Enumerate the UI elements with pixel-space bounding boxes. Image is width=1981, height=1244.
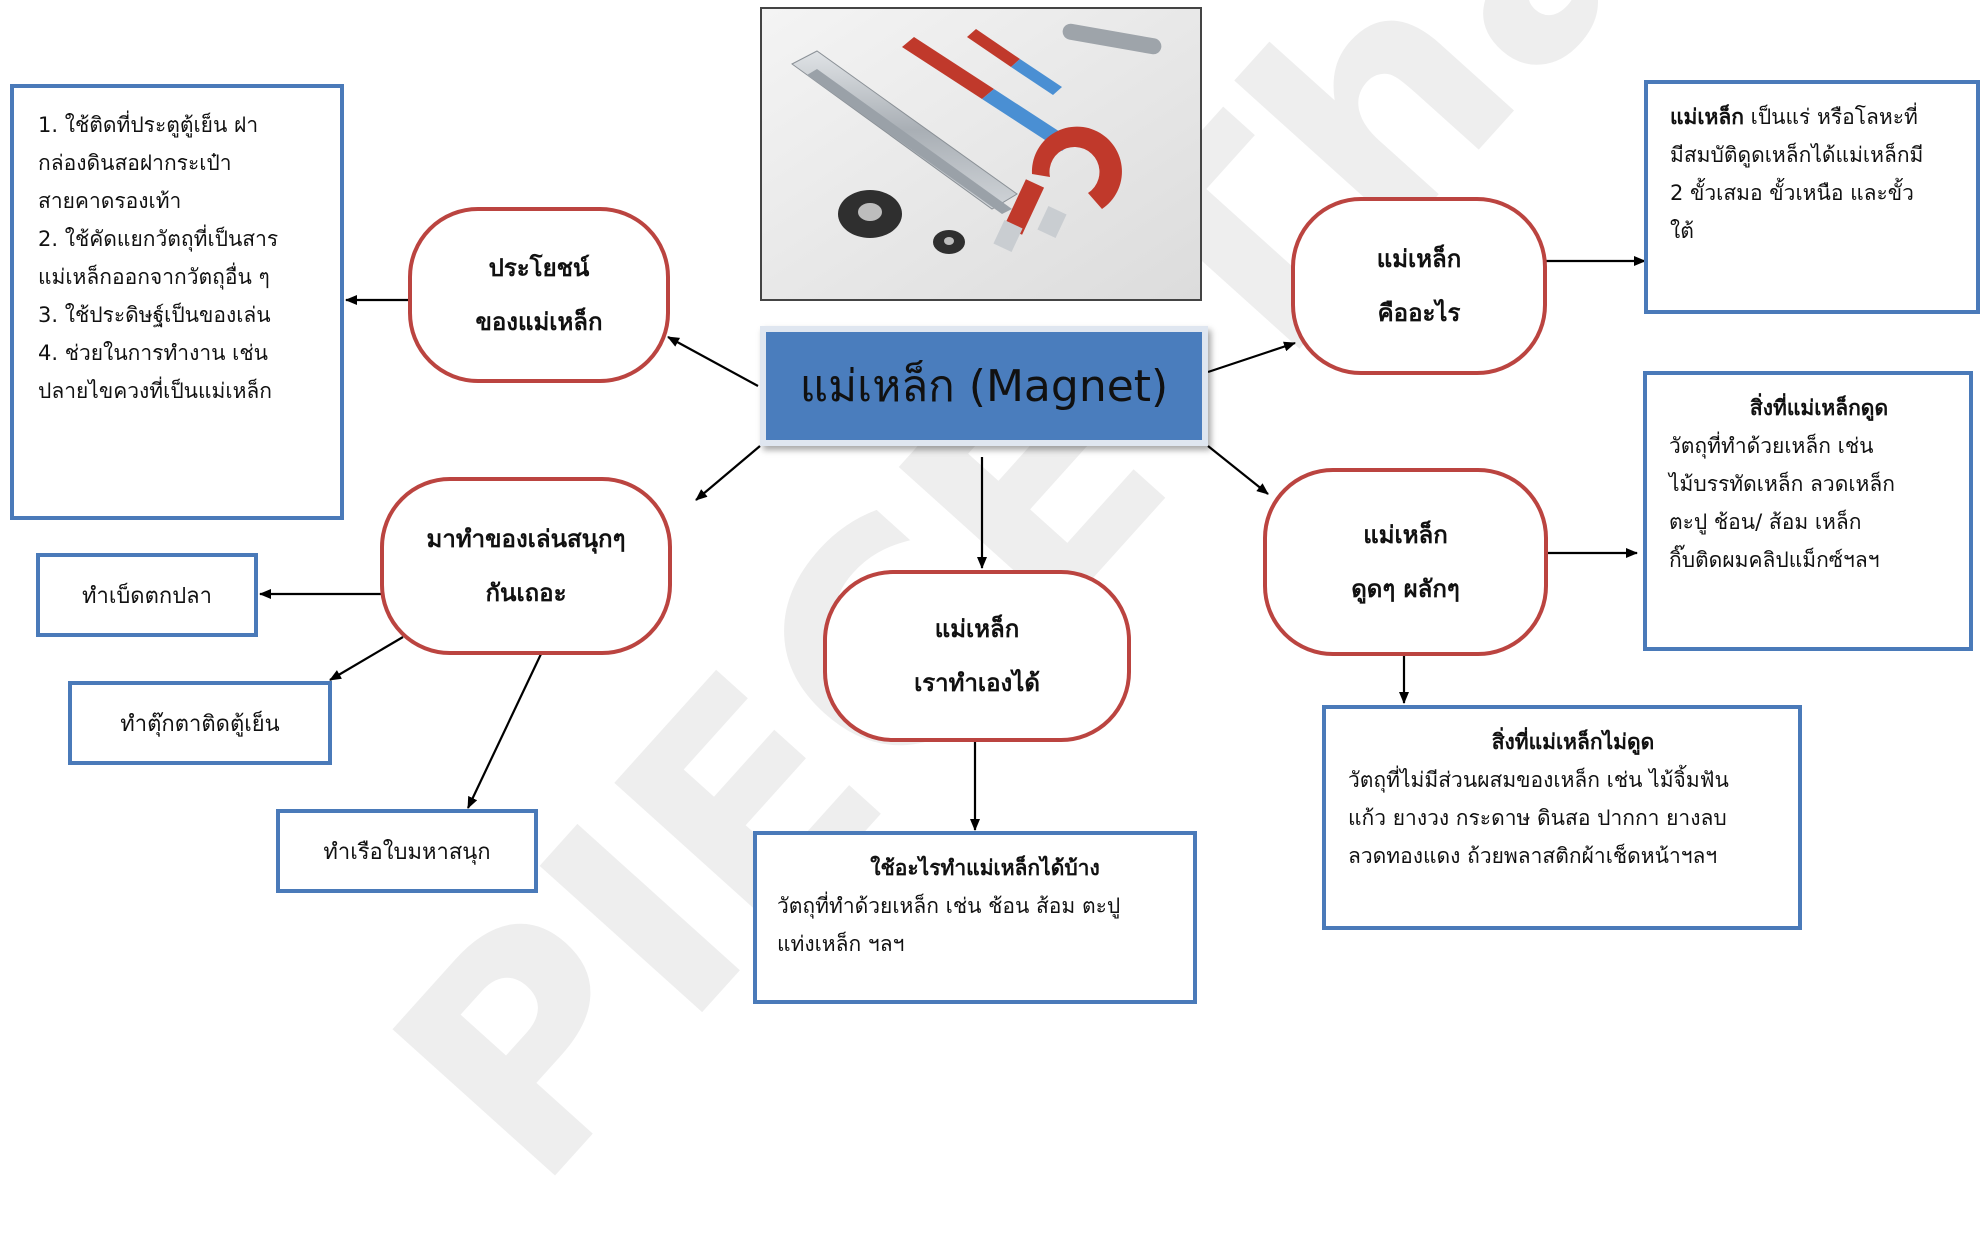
node-attract-repel-line1: แม่เหล็ก [1363,521,1448,549]
ring-magnet-small-icon [933,230,965,254]
box-doll: ทำตุ๊กตาติดตู้เย็น [68,681,332,765]
benefits-line-6: 3. ใช้ประดิษฐ์เป็นของเล่น [38,303,271,327]
node-benefits-line1: ประโยชน์ [488,254,590,282]
arrow-center-to-benefits [667,336,759,387]
node-attract-repel-line2: ดูดๆ ผลักๆ [1351,575,1460,603]
benefits-line-5: แม่เหล็กออกจากวัตถุอื่น ๆ [38,265,270,289]
steel-bar-icon [791,50,1018,214]
attracted-title: สิ่งที่แม่เหล็กดูด [1749,396,1889,420]
definition-line-1-rest: เป็นแร่ หรือโลหะที่ [1743,105,1918,129]
node-what-is: แม่เหล็ก คืออะไร [1291,197,1547,375]
magnet-photo-illustration [762,9,1200,299]
definition-keyword: แม่เหล็ก [1670,105,1744,129]
horseshoe-magnet-icon [993,126,1122,253]
arrow-center-to-attract [1207,445,1269,495]
arrow-center-to-whatis [1207,341,1296,374]
definition-line-3: 2 ขั้วเสมอ ขั้วเหนือ และขั้ว [1670,181,1914,205]
materials-line-1: วัตถุที่ทำด้วยเหล็ก เช่น ช้อน ส้อม ตะปู [777,894,1121,918]
box-attracted: สิ่งที่แม่เหล็กดูด วัตถุที่ทำด้วยเหล็ก เ… [1643,371,1973,651]
bar-magnet-small-icon [967,29,1062,95]
ring-magnet-large-icon [838,190,902,238]
not-attracted-title: สิ่งที่แม่เหล็กไม่ดูด [1491,730,1655,754]
definition-line-4: ใต้ [1670,219,1694,243]
definition-line-2: มีสมบัติดูดเหล็กได้แม่เหล็กมี [1670,143,1924,167]
node-what-is-line1: แม่เหล็ก [1376,245,1462,273]
boat-label: ทำเรือใบมหาสนุก [323,839,491,865]
benefits-line-4: 2. ใช้คัดแยกวัตถุที่เป็นสาร [38,227,279,251]
not-attracted-line-3: ลวดทองแดง ถ้วยพลาสติกผ้าเช็ดหน้าฯลฯ [1348,844,1718,868]
not-attracted-line-1: วัตถุที่ไม่มีส่วนผสมของเหล็ก เช่น ไม้จิ้… [1348,768,1729,792]
box-boat: ทำเรือใบมหาสนุก [276,809,538,893]
node-what-is-line2: คืออะไร [1377,299,1461,327]
not-attracted-line-2: แก้ว ยางวง กระดาษ ดินสอ ปากกา ยางลบ [1348,806,1727,830]
connector-layer [259,256,1646,831]
mind-map-canvas: PIECE Thailand [10,0,1981,1244]
node-attract-repel: แม่เหล็ก ดูดๆ ผลักๆ [1263,468,1548,656]
box-definition: แม่เหล็ก เป็นแร่ หรือโลหะที่ มีสมบัติดูด… [1644,80,1980,314]
attracted-line-1: วัตถุที่ทำด้วยเหล็ก เช่น [1669,434,1874,458]
benefits-line-3: สายคาดรองเท้า [38,189,182,213]
node-diy-line1: แม่เหล็ก [934,615,1020,643]
box-benefits-list: 1. ใช้ติดที่ประตูตู้เย็น ฝา กล่องดินสอฝา… [10,84,344,520]
center-topic-label: แม่เหล็ก (Magnet) [799,361,1169,412]
doll-label: ทำตุ๊กตาติดตู้เย็น [120,711,280,737]
node-diy-line2: เราทำเองได้ [914,669,1040,697]
arrow-center-to-maketoys [695,445,761,501]
node-benefits: ประโยชน์ ของแม่เหล็ก [408,207,670,383]
benefits-line-8: ปลายไขควงที่เป็นแม่เหล็ก [38,379,272,403]
steel-rod-icon [1062,23,1162,55]
node-make-toys-line1: มาทำของเล่นสนุกๆ [426,525,626,553]
attracted-line-2: ไม้บรรทัดเหล็ก ลวดเหล็ก [1669,472,1895,496]
node-diy: แม่เหล็ก เราทำเองได้ [823,570,1131,742]
materials-line-2: แท่งเหล็ก ฯลฯ [777,932,905,956]
fishing-label: ทำเบ็ดตกปลา [81,583,213,609]
benefits-line-7: 4. ช่วยในการทำงาน เช่น [38,341,268,365]
box-materials: ใช้อะไรทำแม่เหล็กได้บ้าง วัตถุที่ทำด้วยเ… [753,831,1197,1004]
center-topic: แม่เหล็ก (Magnet) [760,326,1208,446]
benefits-line-2: กล่องดินสอฝากระเป๋า [38,151,232,175]
box-not-attracted: สิ่งที่แม่เหล็กไม่ดูด วัตถุที่ไม่มีส่วนผ… [1322,705,1802,930]
box-fishing: ทำเบ็ดตกปลา [36,553,258,637]
node-make-toys-line2: กันเถอะ [485,579,567,607]
arrow-maketoys-to-doll [329,636,404,681]
attracted-line-3: ตะปู ช้อน/ ส้อม เหล็ก [1669,510,1862,534]
node-make-toys: มาทำของเล่นสนุกๆ กันเถอะ [380,477,672,655]
benefits-line-1: 1. ใช้ติดที่ประตูตู้เย็น ฝา [38,113,259,137]
definition-line-1: แม่เหล็ก เป็นแร่ หรือโลหะที่ [1670,98,1976,136]
materials-title: ใช้อะไรทำแม่เหล็กได้บ้าง [870,856,1100,880]
attracted-line-4: กิ๊บติดผมคลิปแม็กซ์ฯลฯ [1669,548,1880,572]
arrow-maketoys-to-boat [467,653,542,809]
node-benefits-line2: ของแม่เหล็ก [475,308,603,336]
magnet-photo [760,7,1202,301]
